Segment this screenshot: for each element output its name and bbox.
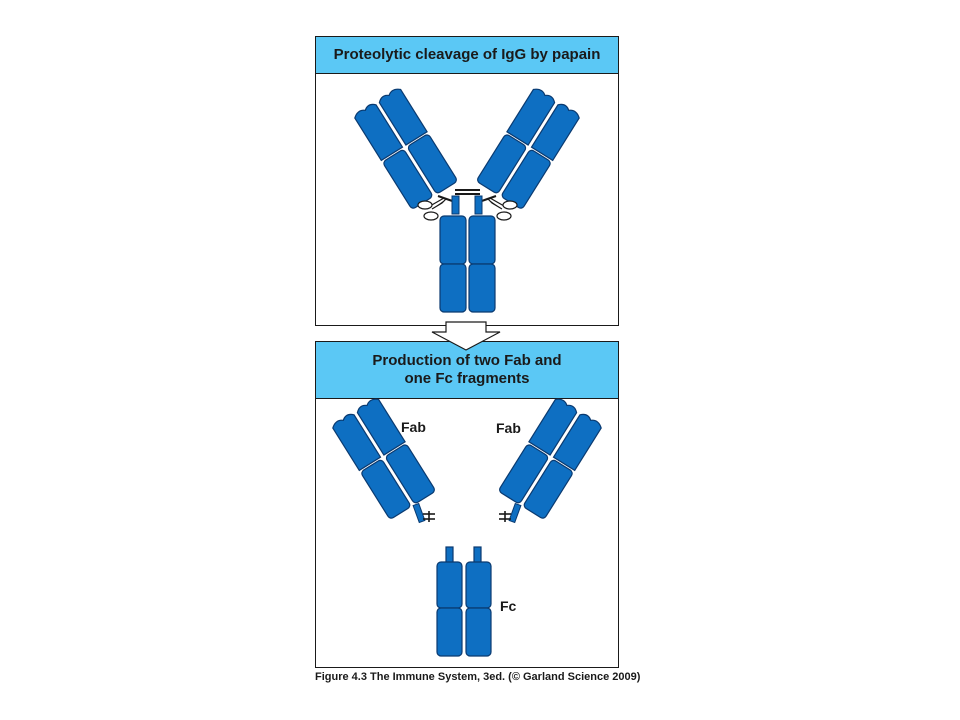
top-fc-region (439, 215, 496, 313)
top-panel-title: Proteolytic cleavage of IgG by papain (316, 37, 618, 74)
fab-fragment-left (330, 396, 437, 524)
fab-label-right: Fab (496, 420, 521, 436)
fc-label: Fc (500, 598, 517, 614)
fab-label-left: Fab (401, 419, 426, 435)
intact-igg (352, 86, 582, 313)
top-panel: Proteolytic cleavage of IgG by papain (315, 36, 619, 326)
bottom-panel-title-line2: one Fc fragments (404, 370, 530, 387)
bottom-panel-title-line1: Production of two Fab and (372, 352, 562, 369)
fab-fragment-right (497, 396, 604, 524)
bottom-panel-title: Production of two Fab and one Fc fragmen… (316, 342, 618, 399)
figure-caption: Figure 4.3 The Immune System, 3ed. (© Ga… (315, 671, 641, 683)
top-fab-arm-left (352, 86, 459, 211)
down-arrow-icon (431, 321, 501, 351)
hinge-region (437, 189, 497, 215)
papain-enzyme-icon (417, 197, 518, 221)
fc-fragment (436, 546, 492, 657)
top-fab-arm-right (475, 86, 582, 211)
